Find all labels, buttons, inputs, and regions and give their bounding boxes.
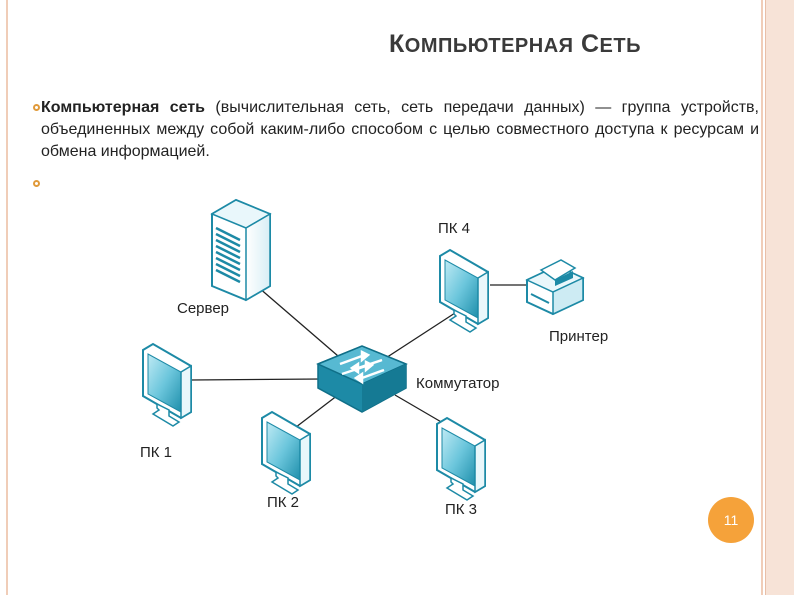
pc1-label: ПК 1	[140, 444, 173, 461]
pc4-label: ПК 4	[438, 220, 471, 237]
slide-frame-right-line	[765, 0, 766, 595]
link-server-switch	[257, 286, 346, 363]
slide-title: КОМПЬЮТЕРНАЯ СЕТЬ	[389, 30, 641, 58]
server-icon	[210, 198, 272, 302]
bullet-icon-empty	[33, 180, 40, 187]
pc2-label: ПК 2	[267, 494, 300, 511]
pc2-monitor-icon	[261, 411, 311, 495]
server-label: Сервер	[177, 300, 230, 317]
bullet-icon	[33, 104, 40, 111]
definition-paragraph: Компьютерная сеть (вычислительная сеть, …	[41, 97, 759, 163]
term: Компьютерная сеть	[41, 99, 205, 116]
pc3-monitor-icon	[436, 417, 486, 501]
slide-frame-right-band	[766, 0, 794, 595]
definition-text: (вычислительная сеть, сеть передачи данн…	[41, 99, 759, 160]
switch-label: Коммутатор	[416, 375, 500, 392]
pc3-label: ПК 3	[445, 501, 478, 518]
printer-label: Принтер	[549, 328, 609, 345]
switch-icon	[316, 345, 408, 413]
pc4-monitor-icon	[439, 249, 489, 333]
pc1-monitor-icon	[142, 343, 192, 427]
printer-icon	[525, 259, 585, 316]
page-number-badge: 11	[708, 497, 754, 543]
slide-frame-left	[6, 0, 8, 595]
link-pc1-switch	[189, 378, 323, 381]
slide-frame-right-line-2	[761, 0, 763, 595]
